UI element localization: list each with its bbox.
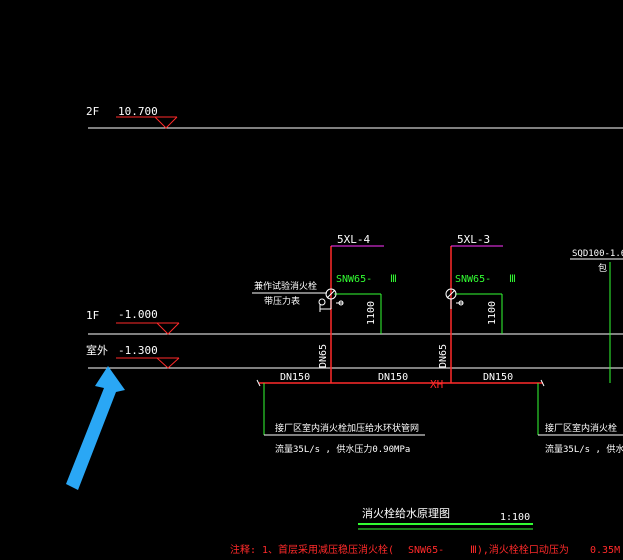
left-note-line2: 流量35L/s , 供水压力0.90MPa — [275, 443, 410, 455]
main-pipe-tag: XH — [430, 378, 443, 391]
footer-note-value: 0.35M — [590, 545, 620, 556]
drawing-title: 消火栓给水原理图 — [362, 506, 450, 520]
riser-pipe-label-3: DN65 — [438, 344, 449, 368]
left-note-line1: 接厂区室内消火栓加压给水环状管网 — [275, 422, 419, 434]
hydrant-valve-icon — [445, 288, 464, 309]
level-name-1f: 1F — [86, 309, 99, 322]
hydrant-suffix-4: Ⅲ — [390, 274, 397, 285]
pipe-label-dn150-3: DN150 — [483, 372, 513, 383]
test-hydrant-note-line1: 兼作试验消火栓 — [254, 280, 317, 292]
elevation-triangle-icon — [116, 357, 180, 369]
footer-note-model: SNW65- — [408, 545, 444, 556]
hydrant-model-4: SNW65- — [336, 274, 372, 285]
riser-tag-4: 5XL-4 — [337, 233, 370, 246]
riser-pipe-label-4: DN65 — [318, 344, 329, 368]
level-name-outdoor: 室外 — [86, 343, 108, 357]
elevation-triangle-icon — [116, 322, 180, 335]
pipe-label-dn150-2: DN150 — [378, 372, 408, 383]
right-note-line1: 接厂区室内消火栓 — [545, 422, 617, 434]
test-hydrant-note-line2: 带压力表 — [264, 295, 300, 307]
drawing-scale: 1:100 — [500, 512, 530, 523]
pressure-gauge-icon — [318, 298, 326, 306]
level-name-2f: 2F — [86, 105, 99, 118]
footer-note-suffix: Ⅲ),消火栓栓口动压为 — [470, 543, 569, 556]
dim-label-3: 1100 — [487, 301, 498, 325]
hydrant-suffix-3: Ⅲ — [509, 274, 516, 285]
pipe-label-dn150-1: DN150 — [280, 372, 310, 383]
elevation-triangle-icon — [116, 116, 178, 129]
dim-label-4: 1100 — [366, 301, 377, 325]
footer-note-prefix: 注释: 1、首层采用减压稳压消火栓( — [230, 543, 394, 556]
level-elev-2f: 10.700 — [118, 105, 158, 118]
hydrant-model-3: SNW65- — [455, 274, 491, 285]
level-elev-outdoor: -1.300 — [118, 344, 158, 357]
right-tag-line1: SQD100-1.6, — [572, 249, 623, 259]
right-tag-line2: 包 — [598, 262, 607, 274]
right-note-line2: 流量35L/s , 供水压力 — [545, 443, 623, 455]
level-elev-1f: -1.000 — [118, 308, 158, 321]
hydrant-valve-icon — [319, 288, 344, 312]
arrow-pointer-icon — [66, 366, 125, 490]
riser-tag-3: 5XL-3 — [457, 233, 490, 246]
